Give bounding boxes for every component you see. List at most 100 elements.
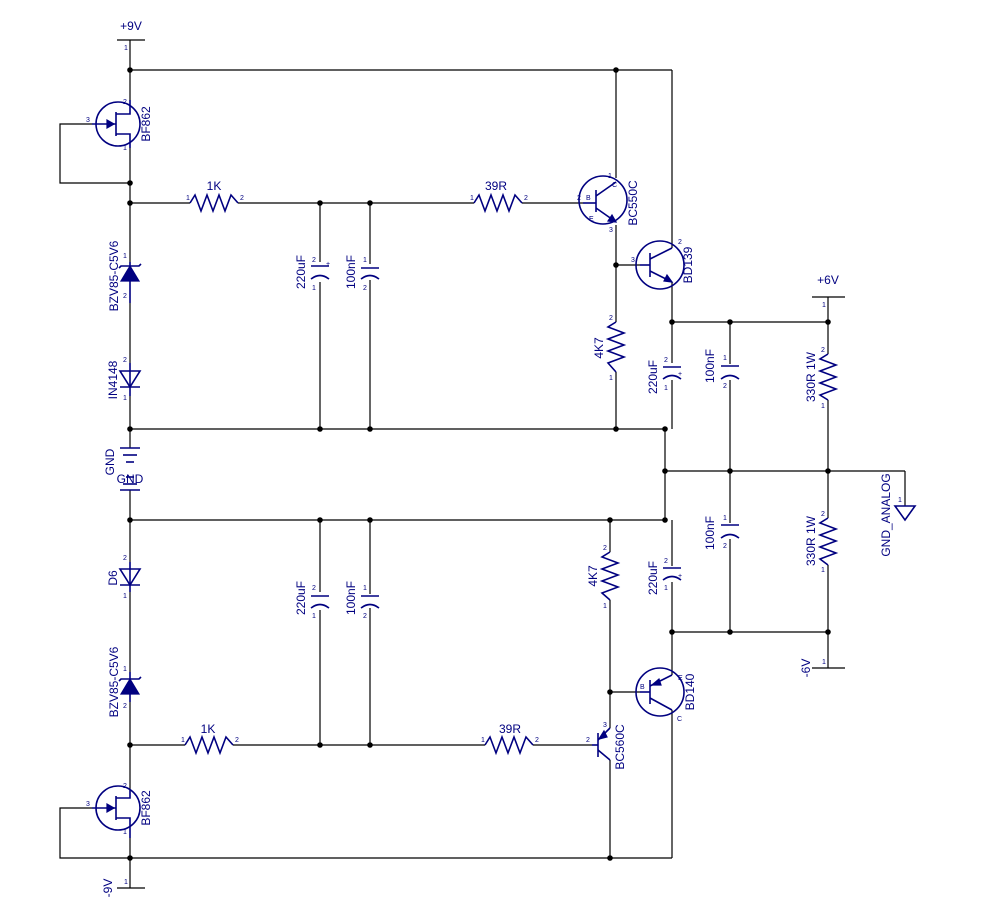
transistor-bd139: 3 2 BD139 xyxy=(631,239,695,290)
svg-text:1: 1 xyxy=(723,515,727,522)
svg-text:C: C xyxy=(677,716,682,723)
svg-text:3: 3 xyxy=(609,227,613,234)
svg-text:1: 1 xyxy=(609,375,613,382)
svg-text:1: 1 xyxy=(312,285,316,292)
pos9v-label: +9V xyxy=(120,19,142,33)
svg-text:E: E xyxy=(678,675,683,682)
neg6v-pin: 1 xyxy=(822,659,826,666)
transistor-bc550c: B C E 2 1 3 BC550C xyxy=(577,173,640,234)
svg-text:3: 3 xyxy=(631,257,635,264)
svg-text:2: 2 xyxy=(664,558,668,565)
neg6v-label: -6V xyxy=(799,659,813,678)
svg-text:2: 2 xyxy=(363,285,367,292)
cap-220uf-top-right-label: 220uF xyxy=(646,360,660,394)
svg-text:2: 2 xyxy=(363,613,367,620)
cap-220uf-top-left: + 2 1 220uF xyxy=(294,255,330,292)
svg-text:1: 1 xyxy=(821,567,825,574)
svg-text:1: 1 xyxy=(603,603,607,610)
gnd-top-symbol: GND xyxy=(103,447,140,475)
resistor-330r-top: 2 1 330R 1W xyxy=(804,347,839,410)
svg-text:2: 2 xyxy=(312,257,316,264)
svg-text:2: 2 xyxy=(723,383,727,390)
resistor-330r-bottom-label: 330R 1W xyxy=(804,515,818,566)
resistor-4k7-top-label: 4K7 xyxy=(592,337,606,359)
svg-text:1: 1 xyxy=(664,385,668,392)
resistor-39r-bottom-label: 39R xyxy=(499,722,521,736)
svg-text:2: 2 xyxy=(312,585,316,592)
zener-top-label: BZV85-C5V6 xyxy=(107,240,121,311)
resistor-1k-bottom-label: 1K xyxy=(201,722,216,736)
wires xyxy=(59,39,906,889)
svg-text:+: + xyxy=(678,573,682,580)
resistor-1k-top: 1 2 1K xyxy=(186,179,244,214)
resistor-39r-top: 1 2 39R xyxy=(470,179,528,214)
resistor-1k-bottom: 1 2 1K xyxy=(181,722,239,756)
transistor-bc560c-label: BC560C xyxy=(613,724,627,770)
jfet-bottom-label: BF862 xyxy=(139,790,153,826)
svg-text:2: 2 xyxy=(586,737,590,744)
svg-text:3: 3 xyxy=(86,801,90,808)
transistor-bd140-label: BD140 xyxy=(683,673,697,710)
resistor-4k7-bottom-label: 4K7 xyxy=(586,565,600,587)
cap-220uf-bottom-right-label: 220uF xyxy=(646,561,660,595)
junction-dots xyxy=(127,67,831,861)
gnd-bottom-label: GND xyxy=(117,472,144,486)
svg-text:3: 3 xyxy=(603,722,607,729)
svg-text:2: 2 xyxy=(535,737,539,744)
transistor-bc560c: 2 3 BC560C xyxy=(586,722,627,770)
svg-text:1: 1 xyxy=(363,585,367,592)
cap-100nf-bottom-right: 1 2 100nF xyxy=(703,515,740,550)
resistor-330r-top-label: 330R 1W xyxy=(804,351,818,402)
cap-100nf-bottom-left-label: 100nF xyxy=(344,581,358,615)
svg-text:2: 2 xyxy=(123,99,127,106)
zener-bottom: 1 2 BZV85-C5V6 xyxy=(107,646,142,717)
cap-100nf-top-left: 1 2 100nF xyxy=(344,255,380,292)
svg-text:C: C xyxy=(612,182,617,189)
svg-text:2: 2 xyxy=(235,737,239,744)
svg-text:1: 1 xyxy=(481,737,485,744)
cap-100nf-bottom-right-label: 100nF xyxy=(703,516,717,550)
jfet-top-label: BF862 xyxy=(139,106,153,142)
svg-text:+: + xyxy=(678,371,682,378)
svg-text:1: 1 xyxy=(123,666,127,673)
svg-text:1: 1 xyxy=(898,497,902,504)
cap-100nf-top-left-label: 100nF xyxy=(344,255,358,289)
svg-text:E: E xyxy=(589,216,594,223)
cap-100nf-top-right: 1 2 100nF xyxy=(703,349,740,390)
diode-top-label: IN4148 xyxy=(106,360,120,399)
svg-text:1: 1 xyxy=(312,613,316,620)
svg-text:2: 2 xyxy=(577,195,581,202)
svg-text:1: 1 xyxy=(664,585,668,592)
svg-text:2: 2 xyxy=(664,357,668,364)
cap-100nf-bottom-left: 1 2 100nF xyxy=(344,581,380,620)
gnd-bottom-symbol: GND xyxy=(117,472,144,491)
svg-text:1: 1 xyxy=(608,173,612,180)
transistor-bc550c-label: BC550C xyxy=(626,180,640,226)
svg-text:2: 2 xyxy=(821,347,825,354)
diode-top: 2 1 IN4148 xyxy=(106,357,142,402)
cap-220uf-top-left-label: 220uF xyxy=(294,255,308,289)
resistor-4k7-bottom: 2 1 4K7 xyxy=(586,545,621,610)
neg9v-label: -9V xyxy=(101,879,115,898)
svg-text:1: 1 xyxy=(186,195,190,202)
svg-text:1: 1 xyxy=(363,257,367,264)
pos6v-pin: 1 xyxy=(822,302,826,309)
resistor-1k-top-label: 1K xyxy=(207,179,222,193)
pos9v-pin: 1 xyxy=(124,45,128,52)
gnd-top-label: GND xyxy=(103,448,117,475)
neg9v-pin: 1 xyxy=(124,879,128,886)
cap-220uf-top-right: + 2 1 220uF xyxy=(646,357,682,394)
svg-text:2: 2 xyxy=(723,543,727,550)
transistor-bd140: B E C BD140 xyxy=(635,667,697,723)
resistor-330r-bottom: 2 1 330R 1W xyxy=(804,511,839,574)
svg-text:1: 1 xyxy=(821,403,825,410)
svg-text:1: 1 xyxy=(123,145,127,152)
cap-220uf-bottom-left: 2 1 220uF xyxy=(294,581,330,620)
svg-text:2: 2 xyxy=(123,783,127,790)
svg-text:1: 1 xyxy=(123,593,127,600)
resistor-39r-bottom: 1 2 39R xyxy=(481,722,539,756)
svg-text:2: 2 xyxy=(821,511,825,518)
svg-text:2: 2 xyxy=(603,545,607,552)
svg-text:2: 2 xyxy=(123,555,127,562)
